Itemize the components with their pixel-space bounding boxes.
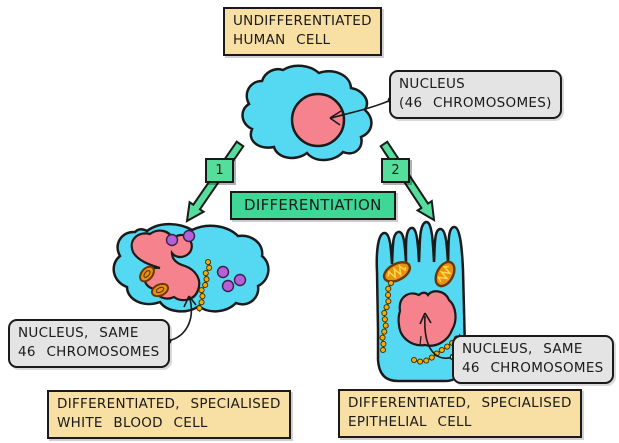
nucleus-label: NUCLEUS (46 CHROMOSOMES) [389,70,562,119]
white-blood-cell-label-line1: DIFFERENTIATED, SPECIALISED [57,396,281,412]
wbc-mitochondrion-2 [150,282,170,298]
differentiation-label-text: DIFFERENTIATION [244,196,382,214]
epithelial-cell-label-line2: EPITHELIAL CELL [348,414,472,430]
epithelial-nucleus-pointer-line [419,312,454,359]
wbc-nucleus-label: NUCLEUS, SAME 46 CHROMOSOMES [8,319,170,368]
step-1-badge: 1 [205,158,234,183]
white-blood-cell-label-line2: WHITE BLOOD CELL [57,415,208,431]
step-2-badge: 2 [381,158,410,183]
undifferentiated-cell-label: UNDIFFERENTIATED HUMAN CELL [223,7,382,56]
epithelial-cell-label: DIFFERENTIATED, SPECIALISED EPITHELIAL C… [338,389,582,438]
wbc-nucleus-label-line2: 46 CHROMOSOMES [18,344,160,360]
epithelial-cell-label-line1: DIFFERENTIATED, SPECIALISED [348,395,572,411]
epithelial-bead-chain-left [379,280,394,353]
nucleus-label-line2: (46 CHROMOSOMES) [399,95,552,111]
epithelial-mitochondrion-2 [434,260,456,288]
wbc-granules [165,229,247,293]
undifferentiated-cell-label-line2: HUMAN CELL [233,32,331,48]
epithelial-nucleus-label-line1: NUCLEUS, SAME [462,341,583,357]
wbc-mitochondrion-1 [139,265,155,283]
differentiation-label: DIFFERENTIATION [230,191,396,220]
nucleus-pointer-line [329,99,392,126]
wbc-bead-chain [196,259,213,315]
epithelial-nucleus-label-line2: 46 CHROMOSOMES [462,360,604,376]
wbc-nucleus-label-line1: NUCLEUS, SAME [18,325,139,341]
epithelial-nucleus-label: NUCLEUS, SAME 46 CHROMOSOMES [452,335,614,384]
white-blood-cell-label: DIFFERENTIATED, SPECIALISED WHITE BLOOD … [47,390,291,439]
wbc-nucleus-pointer-line [167,295,197,342]
epithelial-mitochondrion-1 [382,261,412,283]
epithelial-cell-nucleus [397,290,457,347]
step-2-number: 2 [391,163,400,178]
step-1-number: 1 [215,163,224,178]
undifferentiated-cell-label-line1: UNDIFFERENTIATED [233,13,372,29]
undifferentiated-cell-nucleus [290,92,346,148]
epithelial-nucleus-crease [419,335,422,346]
nucleus-label-line1: NUCLEUS [399,76,466,92]
